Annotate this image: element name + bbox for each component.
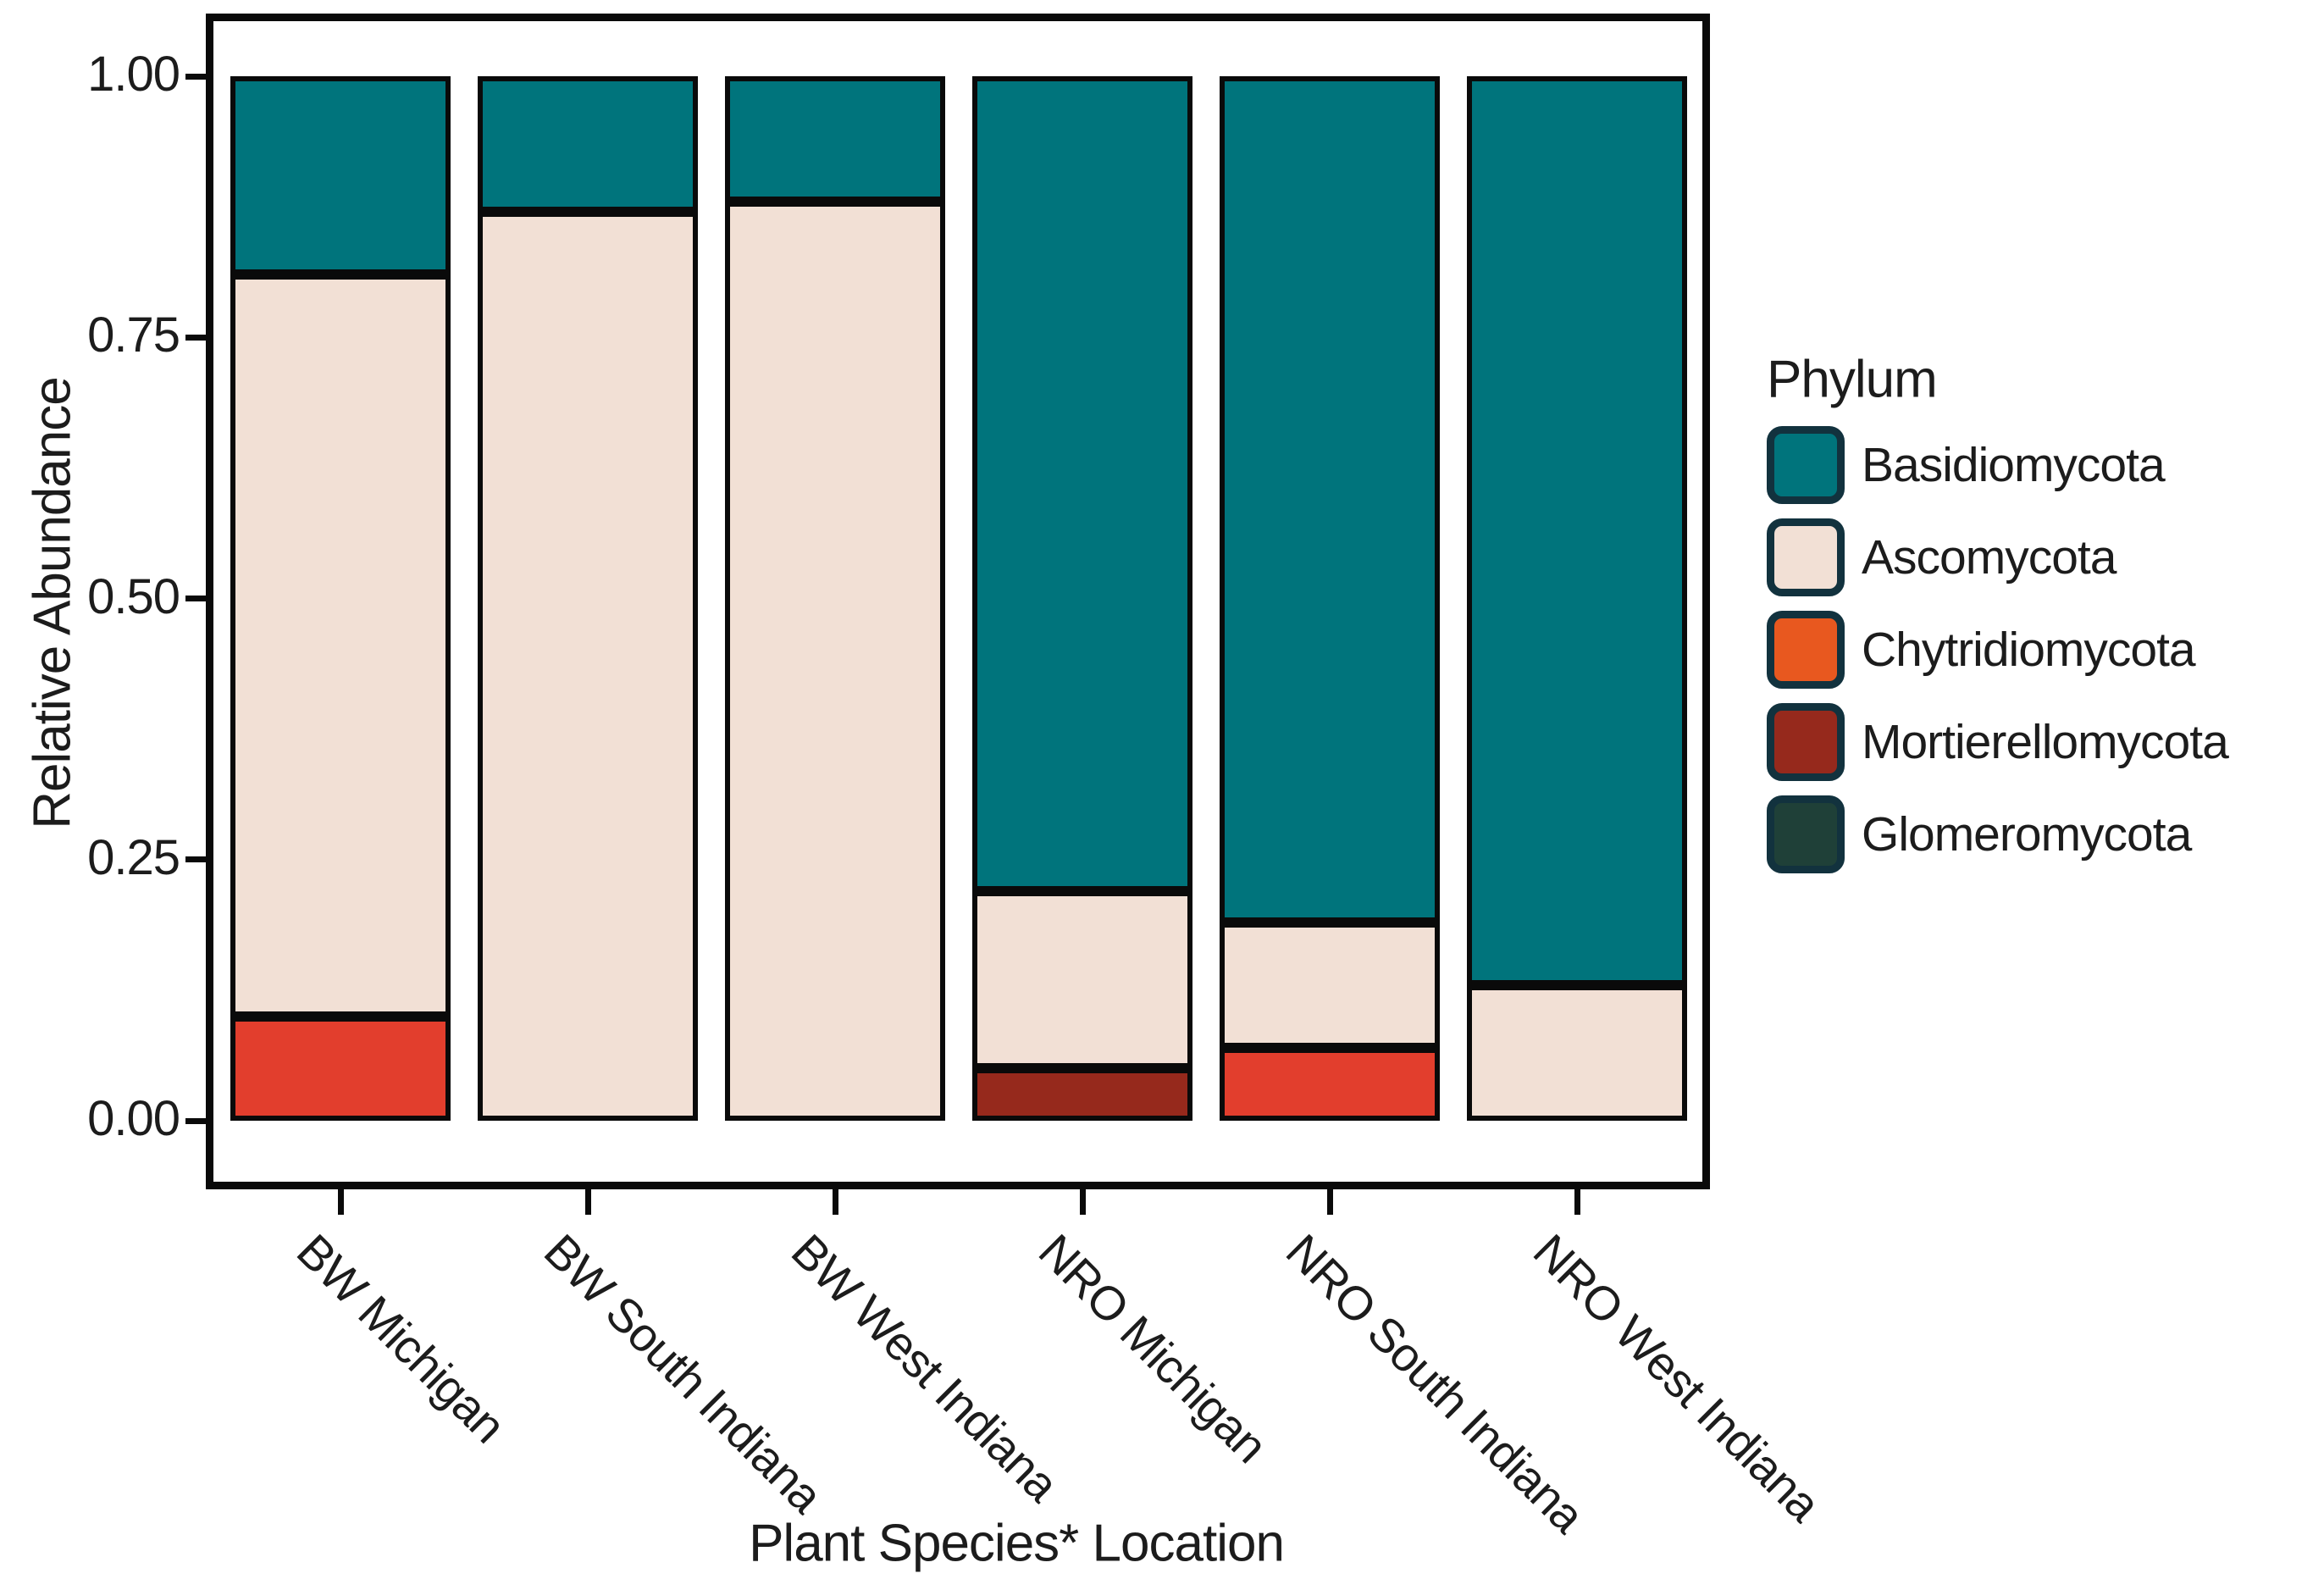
y-tick-label: 0.75 (87, 307, 180, 363)
x-tick-label: BW West Indiana (781, 1223, 1069, 1511)
bar-segment (478, 212, 698, 1121)
bar-segment (230, 76, 451, 275)
bar-segment (1467, 984, 1687, 1121)
y-tick-label: 0.25 (87, 829, 180, 885)
x-tick-mark (1079, 1188, 1086, 1215)
x-axis-title: Plant Species* Location (749, 1514, 1285, 1573)
legend-label: Mortierellomycota (1862, 715, 2229, 769)
legend-swatch (1767, 611, 1845, 689)
y-tick-label: 0.00 (87, 1090, 180, 1146)
bar-segment (1220, 1047, 1440, 1121)
legend-title: Phylum (1767, 350, 1938, 409)
y-tick-mark (185, 856, 213, 863)
bar-segment (1467, 76, 1687, 985)
bar-segment (972, 76, 1192, 891)
plot-panel (206, 14, 1710, 1189)
x-tick-mark (1574, 1188, 1580, 1215)
y-tick-mark (185, 73, 213, 80)
x-tick-label: BW Michigan (286, 1223, 516, 1453)
legend-swatch (1767, 518, 1845, 596)
y-tick-mark (185, 596, 213, 601)
y-tick-label: 1.00 (87, 46, 180, 102)
y-tick-mark (185, 1117, 213, 1124)
y-tick-label: 0.50 (87, 568, 180, 624)
legend-label: Glomeromycota (1862, 807, 2192, 862)
y-axis-title: Relative Abundance (23, 377, 82, 829)
legend-label: Chytridiomycota (1862, 623, 2196, 677)
x-tick-mark (832, 1188, 838, 1215)
legend-swatch (1767, 703, 1845, 781)
x-tick-label: NRO Michigan (1028, 1223, 1278, 1473)
bar-segment (972, 1068, 1192, 1121)
x-tick-mark (337, 1188, 344, 1215)
bar-segment (725, 201, 945, 1121)
bar-segment (230, 274, 451, 1017)
y-tick-mark (185, 334, 213, 341)
bar-segment (1220, 76, 1440, 922)
bar-segment (478, 76, 698, 213)
legend-swatch (1767, 795, 1845, 873)
x-tick-mark (1326, 1188, 1333, 1215)
legend-label: Ascomycota (1862, 530, 2116, 585)
x-tick-mark (584, 1188, 591, 1215)
legend-label: Basidiomycota (1862, 438, 2166, 492)
legend-swatch (1767, 426, 1845, 504)
bar-segment (725, 76, 945, 202)
bar-segment (1220, 922, 1440, 1048)
bar-segment (230, 1016, 451, 1121)
bar-segment (972, 890, 1192, 1069)
